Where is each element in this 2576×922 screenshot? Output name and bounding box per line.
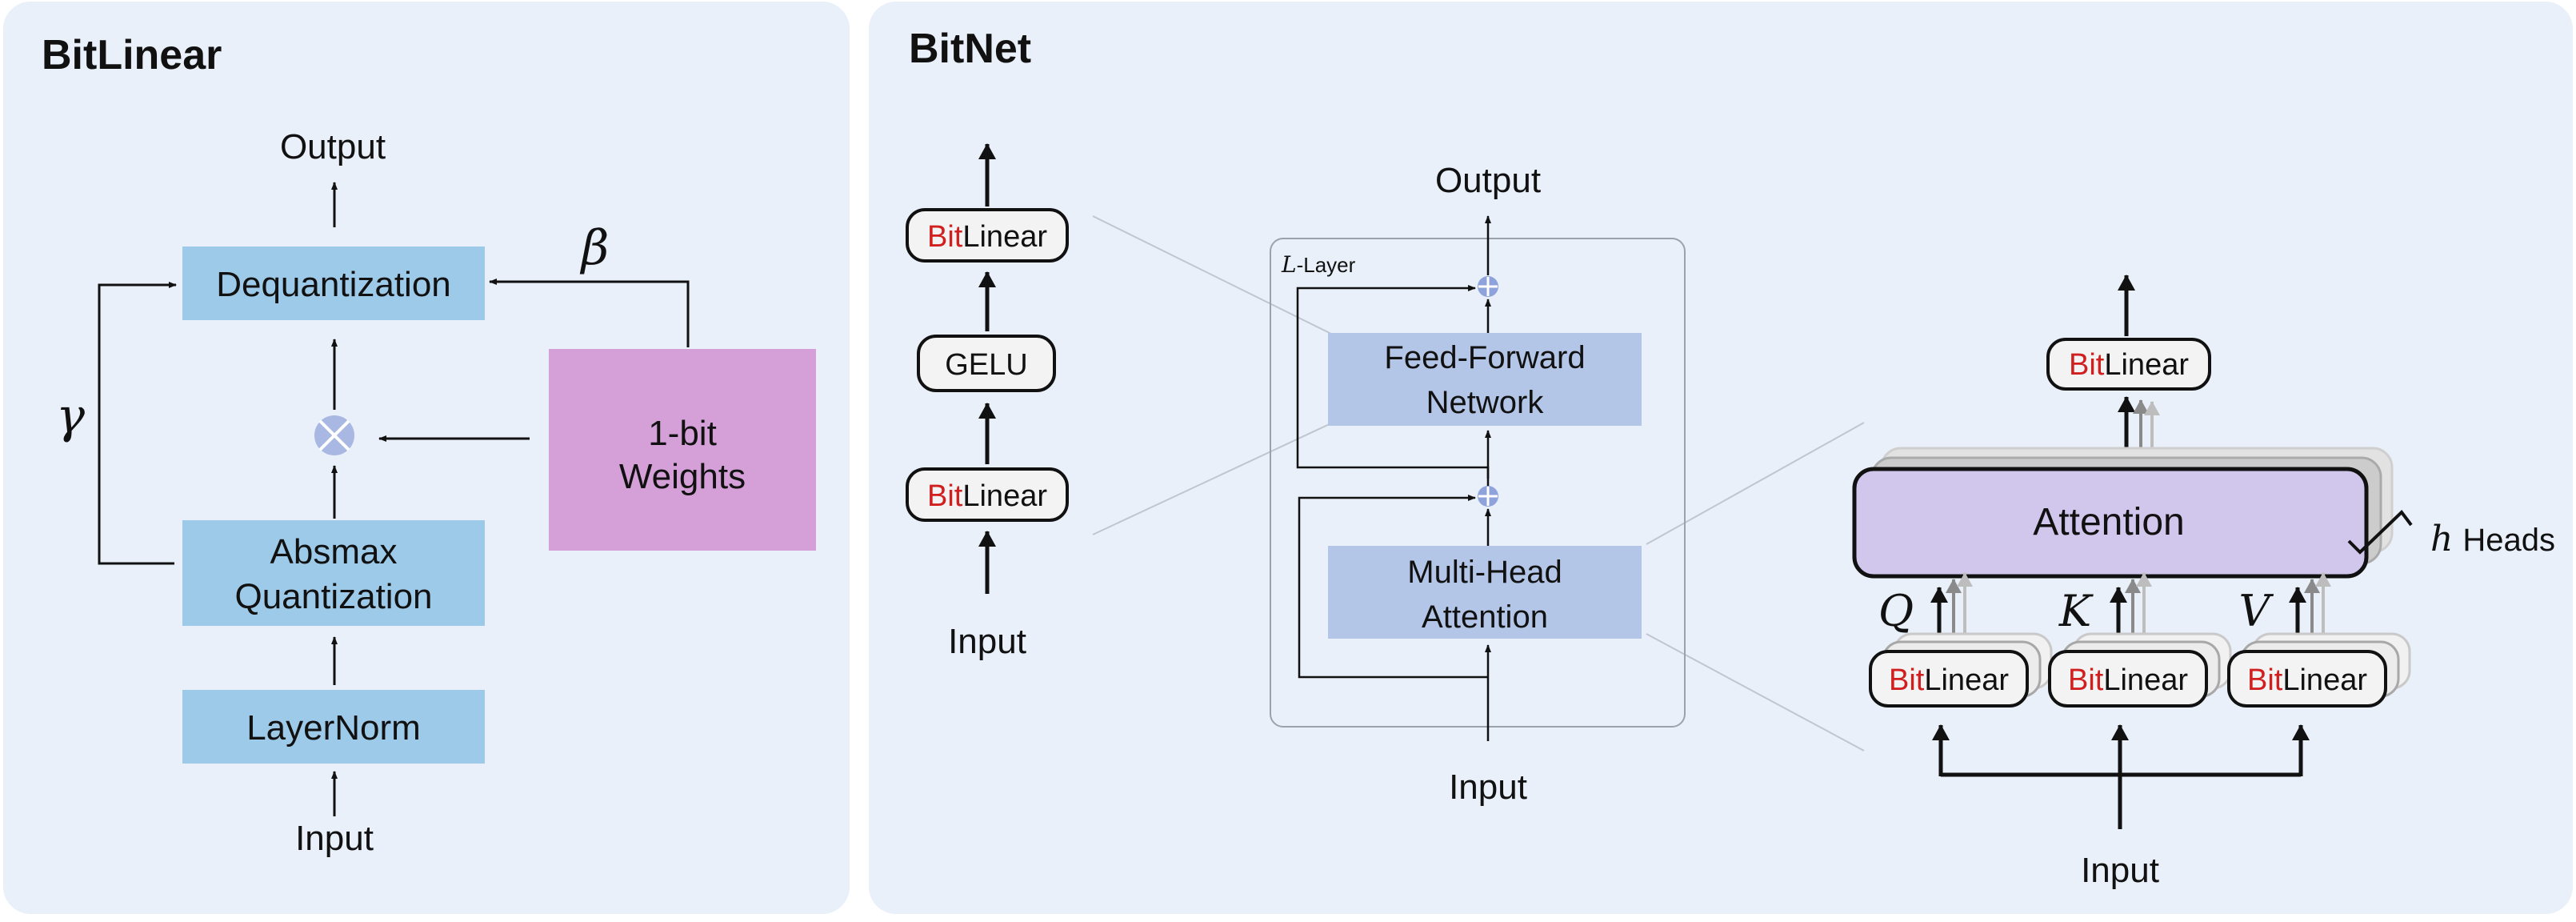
ffn-input-label: Input: [948, 622, 1026, 661]
mha-label-line1: Multi-Head: [1407, 555, 1562, 590]
v-label: V: [2239, 586, 2274, 636]
gelu-label: GELU: [945, 348, 1027, 382]
bitlinear-panel: [3, 2, 850, 914]
bit-prefix: Bit: [1889, 663, 1925, 697]
gelu-box: GELU: [917, 335, 1056, 392]
bit-prefix: Bit: [2068, 663, 2104, 697]
attention-label: Attention: [2033, 501, 2184, 543]
svg-text:BitLinear: BitLinear: [927, 220, 1047, 254]
zoom-guide-mha-bottom: [1646, 633, 1865, 752]
residual-mha: [1298, 495, 1488, 679]
bitnet-title: BitNet: [909, 26, 1031, 72]
v-bitlinear: BitLinear: [2227, 650, 2387, 708]
h-var: h: [2430, 519, 2453, 559]
zoom-guide-ffn-top: [1092, 215, 1334, 335]
mha-label-line2: Attention: [1422, 599, 1548, 635]
attention-input-label: Input: [2081, 851, 2159, 890]
svg-text:BitLinear: BitLinear: [2069, 348, 2189, 382]
beta-symbol: β: [580, 220, 610, 276]
q-label: Q: [1878, 586, 1914, 636]
l-layer-label: L-Layer: [1281, 251, 1356, 278]
absmax-label-line1: Absmax: [270, 532, 398, 571]
one-bit-weights-box: [549, 349, 816, 551]
circled-plus-icon: [1478, 276, 1498, 297]
ffn-bitlinear-top: BitLinear: [906, 208, 1069, 263]
layer-input-label: Input: [1449, 768, 1527, 807]
linear-suffix: Linear: [962, 220, 1047, 254]
bit-prefix: Bit: [927, 220, 963, 254]
ffn-label-line1: Feed-Forward: [1384, 340, 1585, 375]
bit-prefix: Bit: [927, 479, 963, 513]
linear-suffix: Linear: [2282, 663, 2367, 697]
heads-label: h Heads: [2430, 519, 2555, 559]
svg-text:BitLinear: BitLinear: [927, 479, 1047, 513]
k-bitlinear: BitLinear: [2048, 650, 2208, 708]
weights-label-line1: 1-bit: [648, 414, 717, 453]
feed-forward-box: [1328, 333, 1642, 426]
bit-prefix: Bit: [2069, 348, 2105, 382]
k-label: K: [2058, 586, 2094, 636]
linear-suffix: Linear: [2103, 663, 2188, 697]
heads-word: Heads: [2462, 523, 2555, 558]
attention-box: [1852, 467, 2369, 579]
layernorm-box: [182, 690, 485, 764]
multi-head-attention-box: [1328, 546, 1642, 639]
weights-label-line2: Weights: [619, 457, 746, 496]
attention-bitlinear-out: BitLinear: [2046, 338, 2211, 391]
svg-text:BitLinear: BitLinear: [1889, 663, 2009, 697]
dequantization-label: Dequantization: [216, 265, 451, 304]
zoom-guide-mha-top: [1646, 422, 1865, 545]
q-bitlinear: BitLinear: [1869, 650, 2029, 708]
arrow-beta-to-dequant: [489, 279, 690, 347]
layernorm-label: LayerNorm: [246, 708, 421, 748]
linear-suffix: Linear: [1924, 663, 2009, 697]
ffn-bitlinear-bottom: BitLinear: [906, 467, 1069, 522]
linear-suffix: Linear: [962, 479, 1047, 513]
svg-text:BitLinear: BitLinear: [2068, 663, 2188, 697]
zoom-guide-ffn-bottom: [1092, 422, 1334, 535]
svg-text:BitLinear: BitLinear: [2247, 663, 2367, 697]
circled-times-icon: [314, 415, 354, 455]
bitlinear-output-label: Output: [280, 127, 386, 166]
heads-bracket: [2347, 509, 2413, 555]
l-var: L: [1281, 251, 1297, 278]
absmax-label-line2: Quantization: [234, 577, 432, 616]
l-layer-frame: [1270, 238, 1686, 728]
dequantization-box: [182, 247, 485, 320]
ffn-label-line2: Network: [1426, 385, 1545, 420]
circled-plus-icon: [1478, 486, 1498, 507]
arrow-gamma-to-dequant: [98, 282, 177, 565]
l-suffix: -Layer: [1297, 253, 1356, 277]
gamma-symbol: γ: [56, 388, 85, 444]
layer-output-label: Output: [1435, 161, 1541, 200]
bitlinear-title: BitLinear: [42, 32, 222, 78]
bitlinear-input-label: Input: [295, 819, 374, 858]
bit-prefix: Bit: [2247, 663, 2283, 697]
linear-suffix: Linear: [2104, 348, 2189, 382]
absmax-quantization-box: [182, 520, 485, 626]
